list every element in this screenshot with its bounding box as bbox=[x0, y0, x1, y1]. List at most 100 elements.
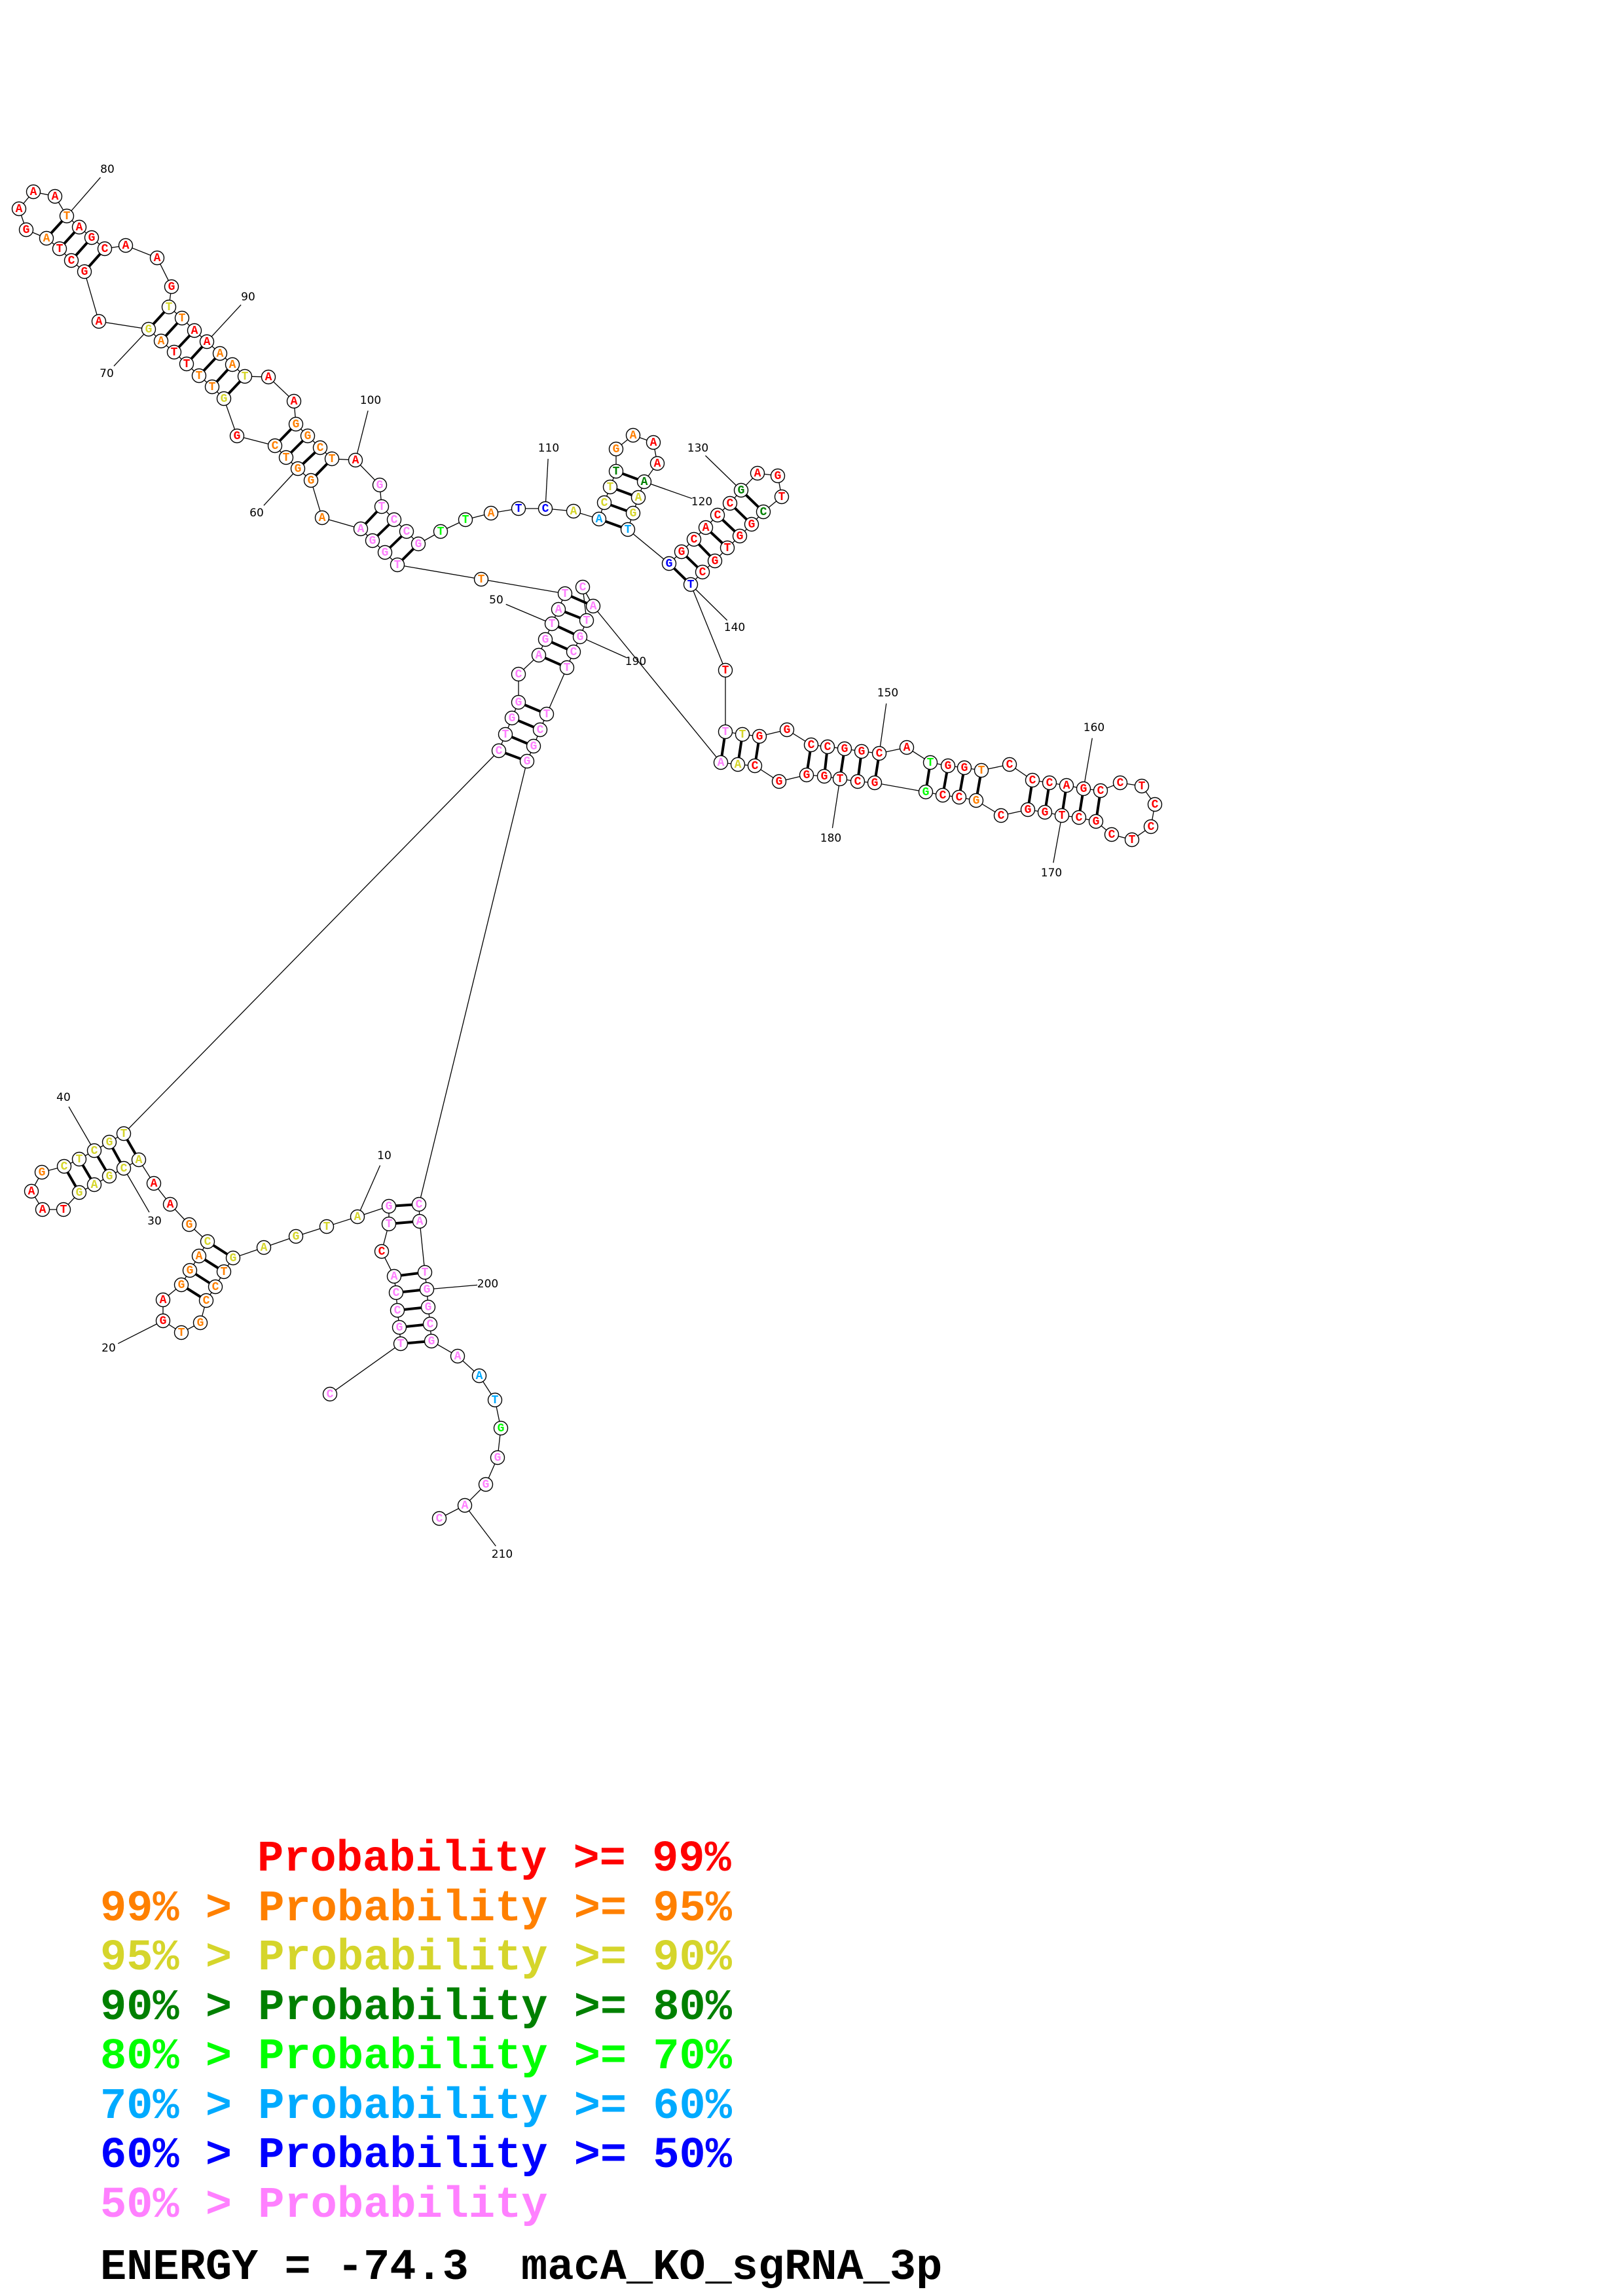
nucleotide: T bbox=[544, 616, 560, 632]
nucleotide-circle bbox=[1088, 814, 1104, 829]
nucleotide-circle bbox=[457, 1498, 473, 1513]
nucleotide-letter: A bbox=[702, 522, 710, 535]
nucleotide-circle bbox=[419, 1282, 435, 1297]
nucleotide-circle bbox=[1093, 783, 1108, 798]
nucleotide: A bbox=[412, 1213, 428, 1229]
nucleotide-letter: A bbox=[52, 190, 59, 204]
nucleotide: C bbox=[491, 743, 507, 759]
nucleotide: G bbox=[290, 461, 306, 476]
nucleotide: C bbox=[596, 495, 612, 511]
nucleotide-circle bbox=[162, 1196, 178, 1212]
position-label: 140 bbox=[724, 621, 745, 634]
position-labels: 1020304050607080901001101201301401501601… bbox=[56, 163, 1104, 1561]
nucleotide-circle bbox=[837, 741, 852, 757]
nucleotide-letter: C bbox=[61, 1160, 68, 1174]
nucleotide: A bbox=[314, 510, 330, 526]
nucleotide: G bbox=[155, 1313, 171, 1329]
nucleotide-letter: T bbox=[1129, 834, 1136, 847]
nucleotide: T bbox=[539, 706, 555, 722]
nucleotide-letter: T bbox=[625, 524, 632, 537]
nucleotide: T bbox=[473, 571, 489, 587]
position-tick bbox=[464, 1505, 496, 1547]
nucleotide: C bbox=[411, 1196, 427, 1212]
nucleotide-letter: C bbox=[496, 745, 503, 758]
nucleotide-letter: C bbox=[204, 1236, 211, 1249]
position-label: 180 bbox=[820, 832, 841, 845]
nucleotide-letter: G bbox=[666, 558, 673, 571]
nucleotide-letter: A bbox=[122, 240, 130, 253]
nucleotide: G bbox=[173, 1277, 189, 1293]
nucleotide: A bbox=[899, 740, 915, 755]
nucleotide: A bbox=[649, 456, 665, 471]
nucleotide-circle bbox=[544, 616, 560, 632]
nucleotide-letter: A bbox=[754, 467, 761, 480]
position-label: 110 bbox=[538, 442, 559, 455]
nucleotide-letter: T bbox=[56, 243, 64, 256]
nucleotide: A bbox=[187, 323, 202, 338]
nucleotide-circle bbox=[350, 1209, 365, 1225]
nucleotide-letter: G bbox=[369, 535, 376, 548]
nucleotide-circle bbox=[816, 768, 832, 784]
nucleotide-letter: A bbox=[454, 1350, 462, 1363]
nucleotide-circle bbox=[182, 1263, 198, 1278]
nucleotide-circle bbox=[698, 520, 714, 535]
nucleotide-letter: G bbox=[230, 1252, 237, 1265]
nucleotide: T bbox=[559, 660, 575, 675]
nucleotide: A bbox=[118, 238, 134, 253]
nucleotide-circle bbox=[620, 522, 636, 537]
nucleotide-letter: A bbox=[265, 371, 272, 384]
nucleotide-circle bbox=[1025, 772, 1040, 788]
nucleotide: C bbox=[1143, 819, 1159, 834]
nucleotide-circle bbox=[312, 440, 328, 456]
nucleotide-circle bbox=[155, 1313, 171, 1329]
nucleotide-letter: C bbox=[416, 1198, 423, 1211]
nucleotide-letter: G bbox=[961, 762, 968, 775]
nucleotide-circle bbox=[322, 1386, 338, 1402]
nucleotide: A bbox=[11, 201, 27, 217]
nucleotide: A bbox=[212, 346, 228, 361]
nucleotide-letter: A bbox=[357, 523, 365, 536]
nucleotide: G bbox=[71, 1185, 87, 1200]
nucleotide: G bbox=[744, 516, 759, 532]
nucleotide-circle bbox=[386, 512, 402, 528]
nucleotide-circle bbox=[771, 774, 787, 789]
nucleotide: G bbox=[538, 632, 553, 647]
nucleotide-letter: T bbox=[183, 358, 191, 371]
nucleotide-letter: A bbox=[590, 600, 597, 613]
nucleotide: T bbox=[278, 450, 294, 465]
nucleotide: A bbox=[191, 1248, 207, 1264]
nucleotide: G bbox=[490, 1450, 505, 1465]
nucleotide-circle bbox=[1124, 832, 1140, 848]
nucleotide-circle bbox=[557, 586, 573, 601]
nucleotide-circle bbox=[572, 629, 588, 645]
nucleotide-circle bbox=[1054, 808, 1070, 823]
nucleotide: C bbox=[538, 501, 553, 516]
nucleotide-circle bbox=[256, 1240, 272, 1255]
nucleotide-circle bbox=[625, 427, 641, 443]
nucleotide-letter: A bbox=[462, 1499, 469, 1513]
nucleotide: C bbox=[1042, 775, 1057, 791]
nucleotide-circle bbox=[735, 726, 750, 742]
nucleotide: T bbox=[174, 310, 190, 326]
nucleotide-letter: G bbox=[524, 755, 531, 768]
nucleotide: A bbox=[47, 188, 63, 204]
nucleotide-circle bbox=[225, 1250, 241, 1266]
nucleotide-letter: A bbox=[1063, 780, 1070, 793]
nucleotide-circle bbox=[1059, 778, 1074, 793]
nucleotide-circle bbox=[1076, 781, 1091, 797]
nucleotide-circle bbox=[1143, 819, 1159, 834]
nucleotide: G bbox=[707, 553, 723, 569]
nucleotide: G bbox=[288, 416, 304, 432]
nucleotide-circle bbox=[957, 760, 972, 776]
nucleotide: T bbox=[433, 524, 448, 539]
nucleotide: A bbox=[625, 427, 641, 443]
nucleotide-letter: G bbox=[88, 232, 96, 245]
nucleotide-letter: G bbox=[186, 1219, 193, 1232]
position-tick bbox=[263, 468, 299, 506]
nucleotide-circle bbox=[319, 1219, 335, 1234]
nucleotide: G bbox=[854, 744, 869, 759]
nucleotide: G bbox=[300, 428, 316, 444]
nucleotide-circle bbox=[686, 531, 702, 547]
nucleotide-circle bbox=[483, 505, 499, 521]
legend-row-below-50: 50% > Probability bbox=[100, 2181, 548, 2231]
